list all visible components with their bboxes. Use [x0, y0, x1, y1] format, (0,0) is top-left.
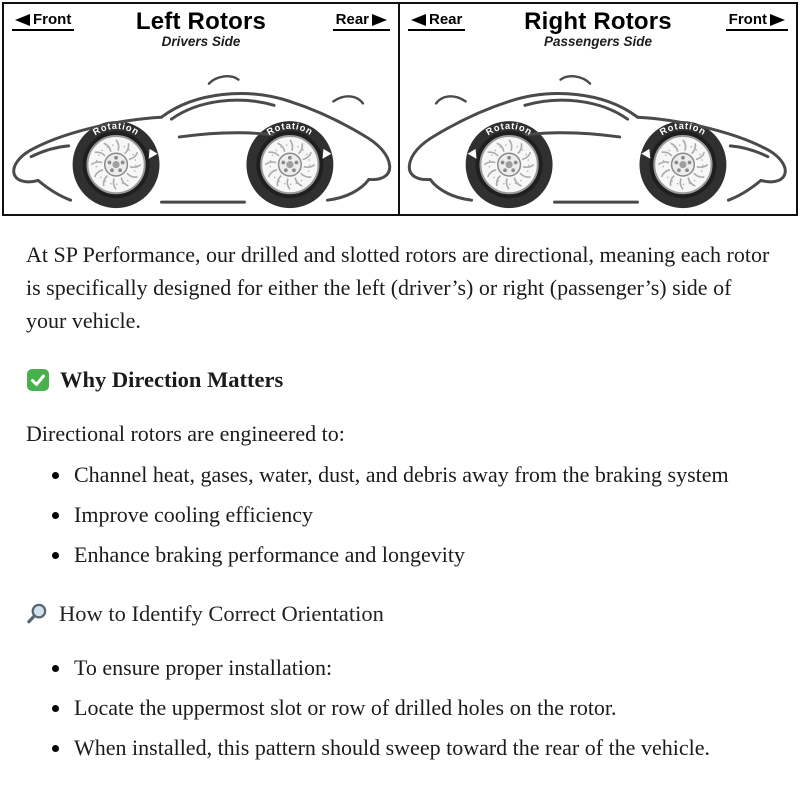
heading-text: How to Identify Correct Orientation — [59, 600, 384, 626]
list-item: Locate the uppermost slot or row of dril… — [72, 691, 774, 724]
article-body: At SP Performance, our drilled and slott… — [0, 226, 800, 764]
rotation-arrow-icon — [467, 148, 477, 159]
rotation-arrow-icon — [148, 148, 158, 159]
front-direction-label: Front — [725, 11, 788, 31]
arrow-right-icon — [372, 13, 387, 26]
left-rotors-panel: Front Left Rotors Drivers Side Rear — [4, 4, 400, 214]
arrow-left-icon — [411, 13, 426, 26]
left-car-illustration: Rotation Rotation — [12, 74, 392, 210]
rotation-arrow-icon — [322, 148, 332, 159]
why-direction-heading: Why Direction Matters — [26, 363, 774, 397]
direction-text: Rear — [429, 11, 463, 28]
orientation-heading: How to Identify Correct Orientation — [26, 597, 774, 631]
list-item: Enhance braking performance and longevit… — [72, 538, 774, 571]
engineered-lead: Directional rotors are engineered to: — [26, 420, 345, 446]
list-item: When installed, this pattern should swee… — [72, 731, 774, 764]
panel-title: Right Rotors — [524, 8, 672, 35]
right-panel-header: Rear Right Rotors Passengers Side Front — [400, 4, 796, 54]
left-panel-header: Front Left Rotors Drivers Side Rear — [4, 4, 398, 54]
arrow-right-icon — [770, 13, 785, 26]
direction-text: Rear — [335, 11, 369, 28]
list-item: Improve cooling efficiency — [72, 498, 774, 531]
front-direction-label: Front — [12, 11, 75, 31]
orientation-list: To ensure proper installation: Locate th… — [26, 651, 774, 764]
direction-text: Front — [728, 11, 767, 28]
rear-direction-label: Rear — [332, 11, 390, 31]
check-icon — [27, 368, 49, 391]
direction-text: Front — [33, 11, 72, 28]
rotor-direction-diagram: Front Left Rotors Drivers Side Rear — [2, 2, 798, 216]
panel-subtitle: Passengers Side — [543, 34, 653, 50]
why-direction-list: Channel heat, gases, water, dust, and de… — [26, 458, 774, 571]
arrow-left-icon — [15, 13, 30, 26]
rotation-arrow-icon — [641, 148, 651, 159]
list-item: Channel heat, gases, water, dust, and de… — [72, 458, 774, 491]
right-car-illustration: Rotation Rotation — [407, 74, 787, 210]
heading-text: Why Direction Matters — [60, 367, 284, 392]
intro-paragraph: At SP Performance, our drilled and slott… — [26, 242, 770, 333]
panel-subtitle: Drivers Side — [161, 34, 241, 50]
list-item: To ensure proper installation: — [72, 651, 774, 684]
rear-direction-label: Rear — [408, 11, 466, 31]
panel-title: Left Rotors — [135, 8, 267, 35]
magnifier-icon — [27, 603, 47, 624]
right-rotors-panel: Rear Right Rotors Passengers Side Front … — [400, 4, 796, 214]
